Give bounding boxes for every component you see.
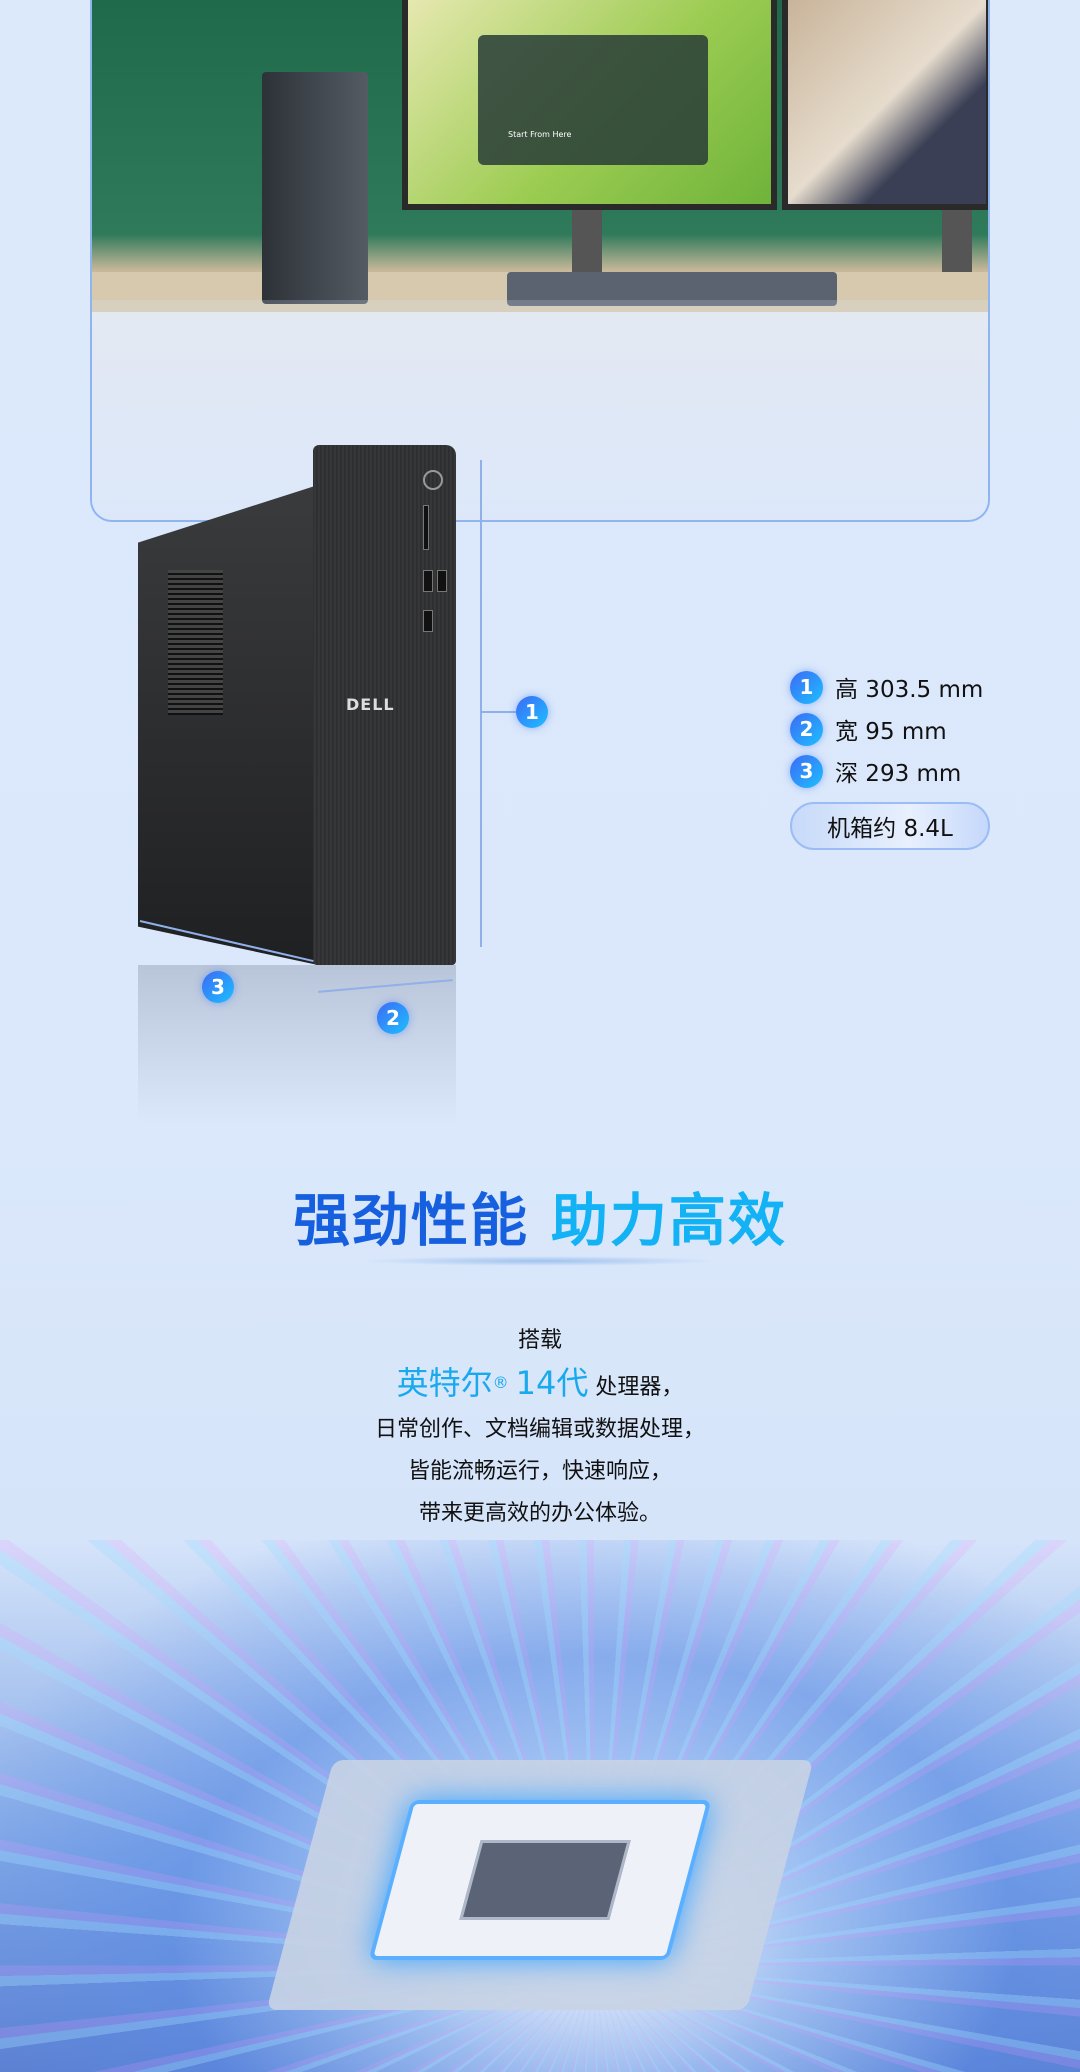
title-part1: 强劲性能 xyxy=(293,1188,530,1254)
dell-tower-image: DELL xyxy=(138,445,456,965)
spec-badge: 1 xyxy=(790,670,823,704)
power-button-icon xyxy=(423,470,443,490)
desc-line: 皆能流畅运行，快速响应， xyxy=(407,1459,672,1484)
cpu-die xyxy=(459,1840,631,1920)
callout-badge-width: 2 xyxy=(377,1002,409,1034)
monitor-right xyxy=(782,0,988,210)
section-description: 搭载 英特尔® 14代 处理器， 日常创作、文档编辑或数据处理， 皆能流畅运行，… xyxy=(0,1320,1080,1535)
monitor-stand xyxy=(942,210,972,272)
desktop-tower-small xyxy=(262,72,368,304)
desc-line: 搭载 xyxy=(517,1328,562,1353)
dell-logo: DELL xyxy=(346,695,395,714)
desc-line: 带来更高效的办公体验。 xyxy=(418,1501,661,1526)
spec-height: 1 高 303.5 mm xyxy=(790,666,983,708)
volume-pill: 机箱约 8.4L xyxy=(790,802,990,850)
title-divider xyxy=(360,1256,720,1266)
spec-badge: 3 xyxy=(790,754,823,788)
monitor-left: Start From Here xyxy=(402,0,777,210)
callout-badge-depth: 3 xyxy=(202,971,234,1003)
monitor-stand xyxy=(572,210,602,272)
height-dimension-line xyxy=(480,460,482,947)
processor-chip-illustration xyxy=(0,1540,1080,2072)
spec-list: 1 高 303.5 mm 2 宽 95 mm 3 深 293 mm xyxy=(790,666,983,792)
spec-label: 宽 95 mm xyxy=(835,719,947,745)
spec-label: 高 303.5 mm xyxy=(835,677,984,703)
spec-badge: 2 xyxy=(790,712,823,746)
office-scene-photo: Start From Here xyxy=(90,0,990,522)
intel-highlight: 英特尔 xyxy=(396,1364,493,1402)
now-playing-title: Start From Here xyxy=(508,130,572,139)
desc-text: 处理器， xyxy=(595,1375,684,1400)
section-title: 强劲性能 助力高效 xyxy=(0,1175,1080,1257)
desc-line: 日常创作、文档编辑或数据处理， xyxy=(374,1417,705,1442)
title-part2: 助力高效 xyxy=(550,1188,787,1254)
spec-label: 深 293 mm xyxy=(835,761,962,787)
callout-badge-height: 1 xyxy=(516,696,548,728)
spec-width: 2 宽 95 mm xyxy=(790,708,983,750)
desc-line: 英特尔® 14代 处理器， xyxy=(0,1362,1080,1409)
spec-depth: 3 深 293 mm xyxy=(790,750,983,792)
tower-reflection xyxy=(138,965,456,1125)
side-vent xyxy=(168,570,223,715)
music-player-window: Start From Here xyxy=(478,35,708,165)
generation-highlight: 14代 xyxy=(515,1364,589,1402)
registered-mark: ® xyxy=(492,1373,509,1392)
